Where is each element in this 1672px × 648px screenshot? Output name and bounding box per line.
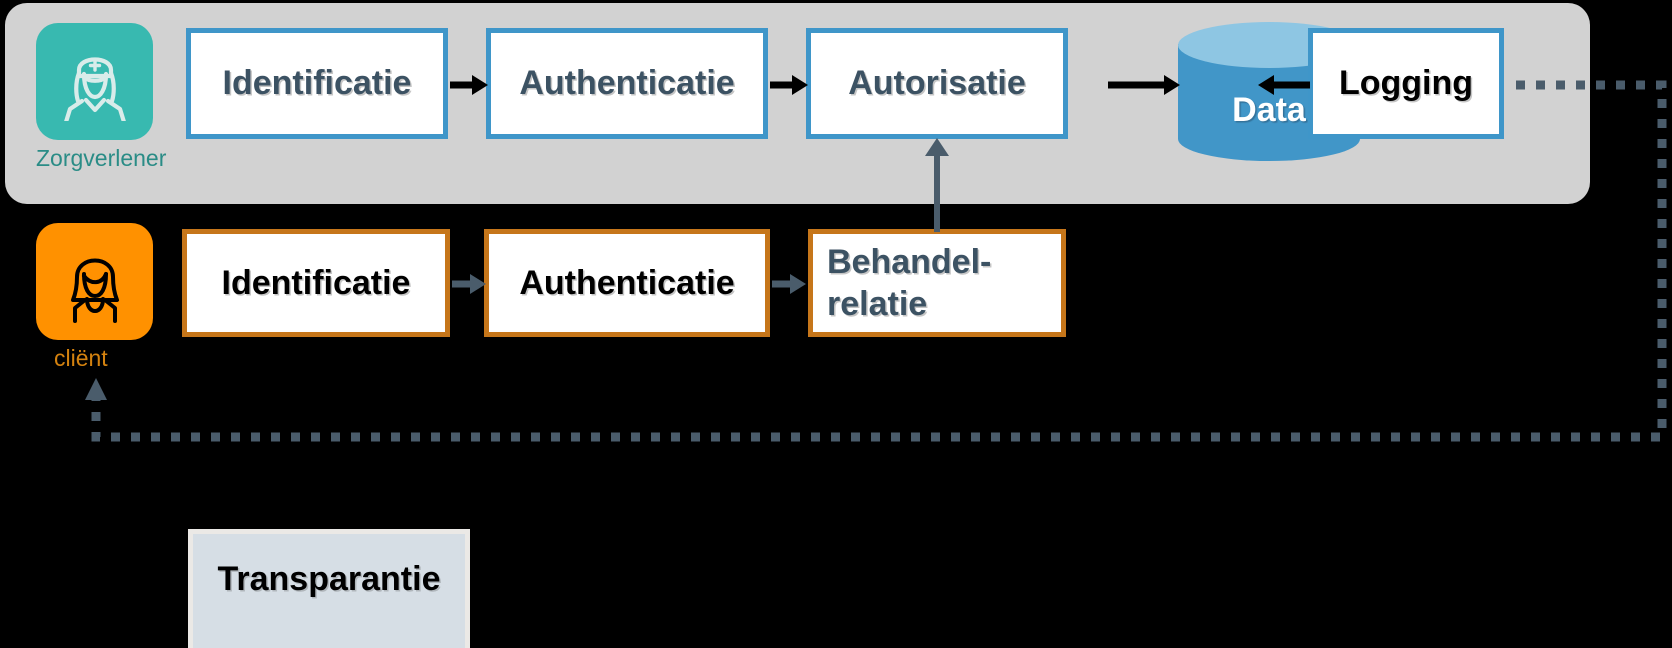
client-step-authenticatie-label: Authenticatie bbox=[519, 263, 735, 302]
arrow-logging-to-data bbox=[1258, 68, 1310, 102]
provider-step-autorisatie-label: Autorisatie bbox=[848, 64, 1026, 102]
client-step-behandelrelatie-label-line2: relatie bbox=[827, 285, 928, 323]
client-step-identificatie[interactable]: Identificatie bbox=[182, 229, 450, 337]
client-person-icon bbox=[36, 223, 153, 340]
arrow-behandelrelatie-to-autorisatie bbox=[920, 136, 954, 232]
arrow-client-authenticatie-to-behandelrelatie bbox=[772, 268, 806, 300]
provider-step-identificatie[interactable]: Identificatie bbox=[186, 28, 448, 139]
arrow-client-identificatie-to-authenticatie bbox=[452, 268, 486, 300]
provider-step-identificatie-label: Identificatie bbox=[222, 64, 412, 102]
provider-step-authenticatie-label: Authenticatie bbox=[519, 64, 735, 102]
logging-box[interactable]: Logging bbox=[1308, 28, 1504, 139]
logging-box-label: Logging bbox=[1338, 64, 1474, 102]
arrow-autorisatie-to-data bbox=[1108, 68, 1180, 102]
provider-step-autorisatie[interactable]: Autorisatie bbox=[806, 28, 1068, 139]
nurse-icon bbox=[36, 23, 153, 140]
actor-client-label: cliënt bbox=[54, 345, 108, 371]
client-step-identificatie-label: Identificatie bbox=[221, 263, 411, 302]
provider-step-authenticatie[interactable]: Authenticatie bbox=[486, 28, 768, 139]
client-step-behandelrelatie-label-line1: Behandel- bbox=[827, 243, 992, 281]
client-step-authenticatie[interactable]: Authenticatie bbox=[484, 229, 770, 337]
transparantie-box[interactable]: Transparantie bbox=[188, 529, 470, 648]
client-step-behandelrelatie[interactable]: Behandel- relatie bbox=[808, 229, 1066, 337]
transparantie-label: Transparantie bbox=[217, 560, 441, 598]
arrow-identificatie-to-authenticatie bbox=[450, 68, 488, 102]
arrow-authenticatie-to-autorisatie bbox=[770, 68, 808, 102]
actor-zorgverlener-label: Zorgverlener bbox=[36, 145, 167, 171]
